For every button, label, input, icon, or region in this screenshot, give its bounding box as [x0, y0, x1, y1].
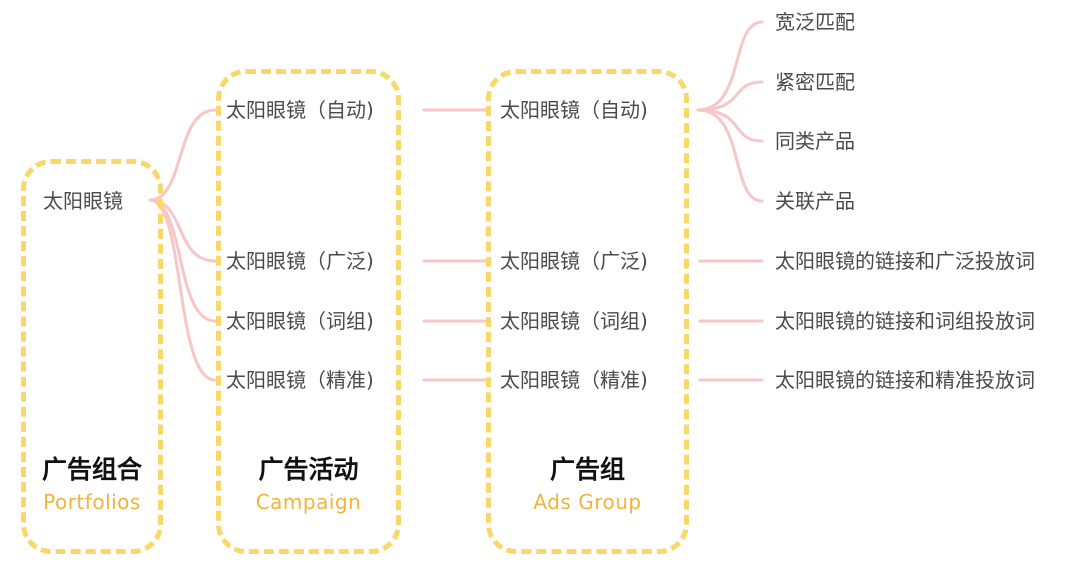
adgroup-node-exact: 太阳眼镜（精准): [500, 368, 648, 392]
campaign-subtitle: Campaign: [255, 490, 362, 514]
campaign-node-broad: 太阳眼镜（广泛): [226, 249, 374, 273]
portfolio-node: 太阳眼镜: [43, 189, 123, 213]
campaign-node-exact: 太阳眼镜（精准): [226, 368, 374, 392]
adgroup-node-broad: 太阳眼镜（广泛): [500, 249, 648, 273]
link-auto-close-match: [696, 80, 764, 112]
auto-target-complements: 关联产品: [775, 189, 855, 213]
adgroup-node-phrase: 太阳眼镜（词组): [500, 309, 648, 333]
auto-target-close-match: 紧密匹配: [775, 70, 855, 94]
ads-group-title: 广告组: [549, 455, 625, 484]
link-auto-broad-match: [696, 20, 764, 112]
ads-group-frame: [486, 69, 689, 554]
keyword-target-broad: 太阳眼镜的链接和广泛投放词: [775, 249, 1035, 273]
portfolios-title: 广告组合: [41, 455, 142, 484]
link-auto-substitutes: [696, 108, 764, 143]
campaign-title: 广告活动: [258, 455, 359, 484]
campaign-node-auto: 太阳眼镜（自动): [226, 98, 374, 122]
ads-group-subtitle: Ads Group: [533, 490, 642, 514]
campaign-node-phrase: 太阳眼镜（词组): [226, 309, 374, 333]
campaign-frame: [216, 69, 401, 554]
auto-target-broad-match: 宽泛匹配: [775, 10, 855, 34]
portfolios-frame: [21, 159, 163, 554]
auto-target-substitutes: 同类产品: [775, 129, 855, 153]
keyword-target-phrase: 太阳眼镜的链接和词组投放词: [775, 309, 1035, 333]
portfolios-subtitle: Portfolios: [43, 490, 141, 514]
adgroup-node-auto: 太阳眼镜（自动): [500, 98, 648, 122]
link-auto-complements: [696, 108, 764, 203]
keyword-target-exact: 太阳眼镜的链接和精准投放词: [775, 368, 1035, 392]
